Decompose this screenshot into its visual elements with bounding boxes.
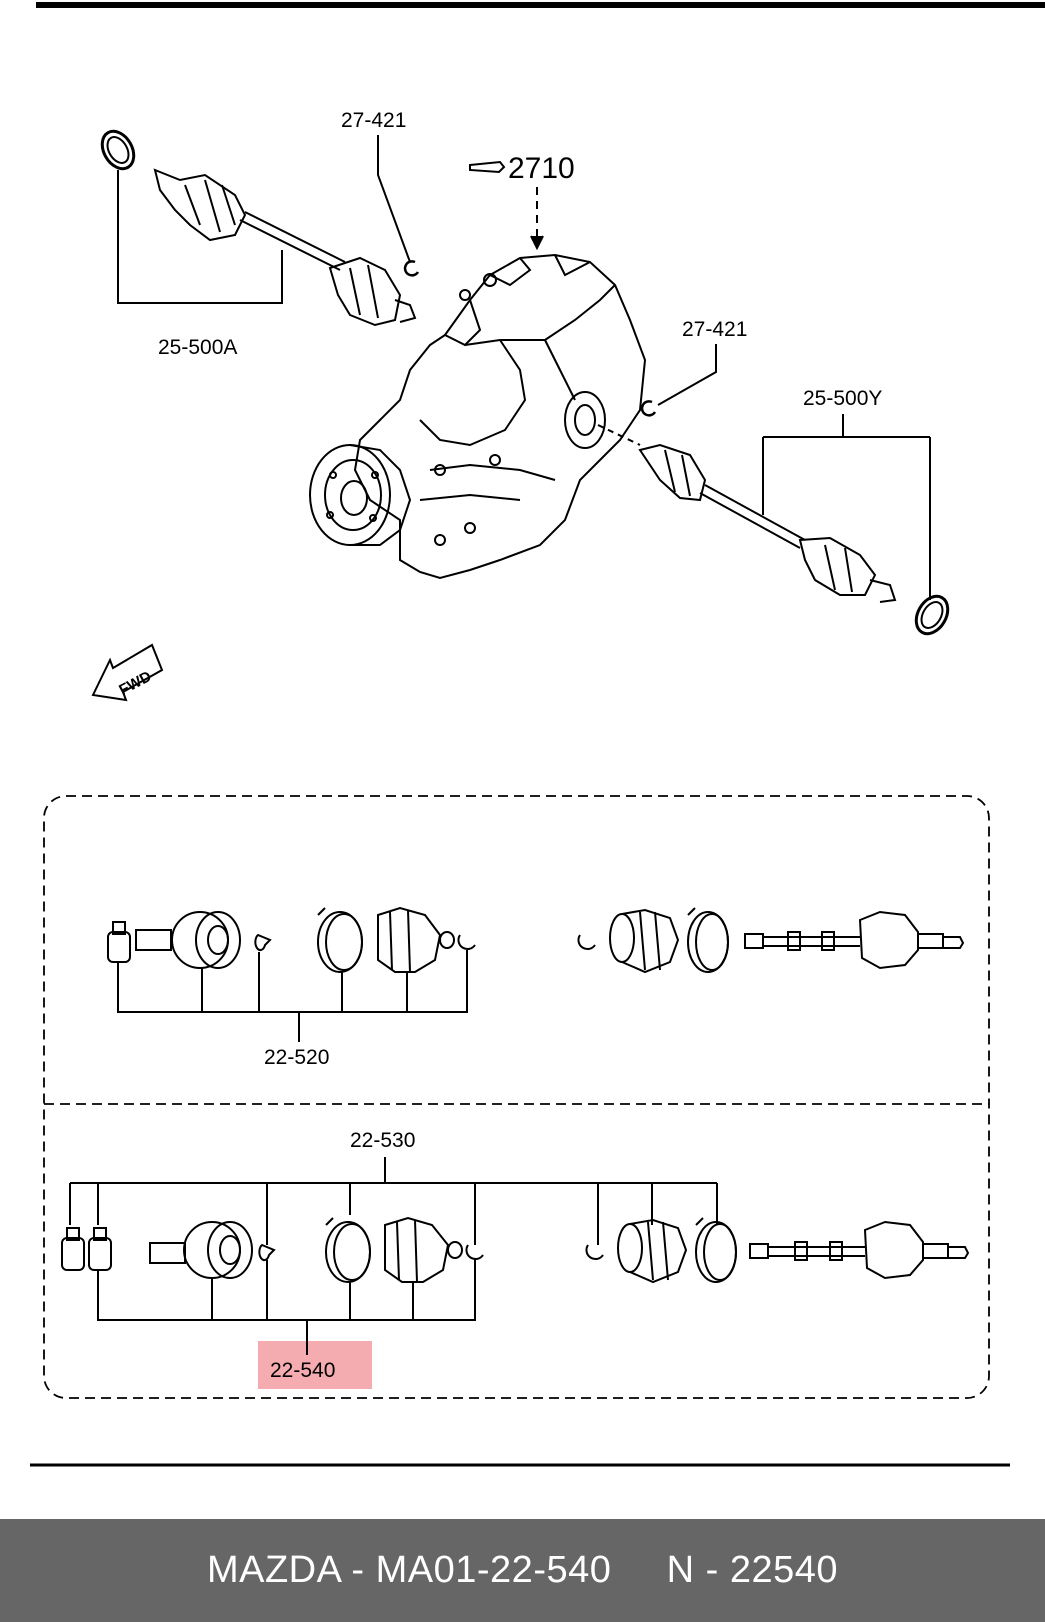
kit-box [43, 795, 990, 1399]
drive-shaft-left [100, 129, 417, 327]
fwd-arrow: FWD [91, 643, 164, 702]
snap-ring-right-label: 27-421 [682, 318, 747, 341]
snap-ring-left-label: 27-421 [341, 109, 406, 132]
pointing-hand-icon [469, 160, 506, 174]
kit-530-540-parts [61, 1157, 970, 1350]
footer-bar: MAZDA - MA01-22-540 N - 22540 [0, 1519, 1045, 1622]
fwd-label: FWD [116, 668, 154, 699]
kit-540-label: 22-540 [270, 1359, 335, 1382]
callout-2710-label: 2710 [508, 152, 575, 185]
highlight-22-540 [258, 1341, 372, 1389]
footer-part-number: MAZDA - MA01-22-540 N - 22540 [206, 1549, 839, 1591]
snap-ring-left [377, 135, 411, 263]
pinion-flange [309, 444, 412, 546]
kit-520-parts [107, 906, 965, 1042]
shaft-left-label: 25-500A [158, 336, 237, 359]
differential-housing [353, 253, 647, 580]
shaft-right-label: 25-500Y [803, 387, 882, 410]
kit-530-label: 22-530 [350, 1129, 415, 1152]
snap-ring-right [657, 344, 717, 406]
drive-shaft-right [597, 414, 950, 636]
kit-520-label: 22-520 [264, 1046, 329, 1069]
main-callout: 2710 [469, 152, 575, 251]
